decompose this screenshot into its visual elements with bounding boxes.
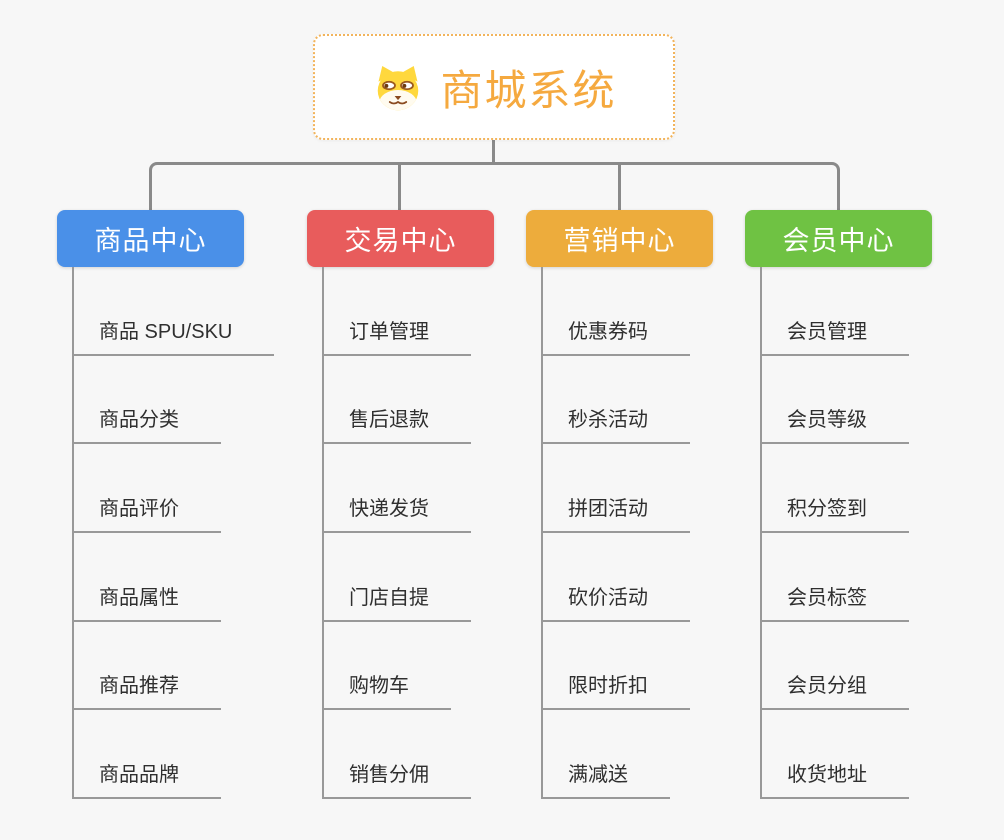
leaf-list: 订单管理 售后退款 快递发货 门店自提 购物车 销售分佣 [322, 267, 471, 800]
dog-face-icon [371, 62, 425, 112]
root-node-mall-system[interactable]: 商城系统 [313, 34, 675, 140]
leaf-item: 商品品牌 [72, 710, 274, 800]
leaf-item: 快递发货 [322, 444, 471, 534]
connector-drop-marketing [618, 162, 621, 210]
leaf-list: 商品 SPU/SKU 商品分类 商品评价 商品属性 商品推荐 商品品牌 [72, 267, 275, 800]
branch-label: 营销中心 [563, 226, 676, 256]
leaf-item: 砍价活动 [541, 533, 690, 622]
leaf-item: 收货地址 [760, 710, 909, 800]
leaf-item: 会员标签 [760, 533, 909, 622]
leaf-label[interactable]: 积分签到 [760, 497, 909, 534]
leaf-item: 拼团活动 [541, 444, 690, 534]
leaf-item: 秒杀活动 [541, 356, 690, 445]
root-title: 商城系统 [440, 66, 617, 114]
leaf-item: 限时折扣 [541, 622, 690, 711]
leaf-item: 购物车 [322, 622, 471, 711]
leaf-item: 满减送 [541, 710, 690, 800]
branch-label: 会员中心 [782, 226, 895, 256]
branch-column-member: 会员中心 会员管理 会员等级 积分签到 会员标签 会员分组 收货地址 [745, 210, 1004, 800]
leaf-label[interactable]: 满减送 [541, 763, 670, 800]
leaf-label[interactable]: 售后退款 [322, 408, 471, 445]
leaf-item: 商品分类 [72, 356, 274, 445]
branch-node-member-center[interactable]: 会员中心 [745, 210, 932, 267]
leaf-label[interactable]: 秒杀活动 [541, 408, 690, 445]
leaf-label[interactable]: 优惠券码 [541, 320, 690, 356]
branch-label: 商品中心 [94, 226, 207, 256]
leaf-label[interactable]: 商品 SPU/SKU [72, 320, 275, 356]
leaf-label[interactable]: 商品属性 [72, 586, 221, 622]
leaf-label[interactable]: 收货地址 [760, 763, 909, 800]
leaf-label[interactable]: 购物车 [322, 674, 451, 711]
leaf-label[interactable]: 订单管理 [322, 320, 471, 356]
branch-column-marketing: 营销中心 优惠券码 秒杀活动 拼团活动 砍价活动 限时折扣 满减送 [526, 210, 786, 800]
leaf-item: 商品推荐 [72, 622, 274, 711]
leaf-label[interactable]: 快递发货 [322, 497, 471, 534]
connector-drop-trade [398, 162, 401, 210]
leaf-item: 会员等级 [760, 356, 909, 445]
leaf-label[interactable]: 会员管理 [760, 320, 909, 356]
leaf-label[interactable]: 会员分组 [760, 674, 909, 711]
leaf-item: 售后退款 [322, 356, 471, 445]
leaf-item: 会员管理 [760, 267, 909, 356]
connector-root-drop [492, 139, 495, 165]
leaf-item: 积分签到 [760, 444, 909, 534]
leaf-list: 优惠券码 秒杀活动 拼团活动 砍价活动 限时折扣 满减送 [541, 267, 690, 800]
branch-node-product-center[interactable]: 商品中心 [57, 210, 244, 267]
leaf-label[interactable]: 砍价活动 [541, 586, 690, 622]
branch-node-trade-center[interactable]: 交易中心 [307, 210, 494, 267]
branch-column-trade: 交易中心 订单管理 售后退款 快递发货 门店自提 购物车 销售分佣 [307, 210, 567, 800]
leaf-label[interactable]: 商品评价 [72, 497, 221, 534]
leaf-label[interactable]: 拼团活动 [541, 497, 690, 534]
leaf-label[interactable]: 门店自提 [322, 586, 471, 622]
leaf-item: 优惠券码 [541, 267, 690, 356]
leaf-item: 商品评价 [72, 444, 274, 534]
leaf-label[interactable]: 限时折扣 [541, 674, 690, 711]
leaf-item: 门店自提 [322, 533, 471, 622]
leaf-label[interactable]: 商品品牌 [72, 763, 221, 800]
leaf-item: 商品属性 [72, 533, 274, 622]
leaf-list: 会员管理 会员等级 积分签到 会员标签 会员分组 收货地址 [760, 267, 909, 800]
leaf-item: 会员分组 [760, 622, 909, 711]
leaf-item: 商品 SPU/SKU [72, 267, 275, 356]
leaf-label[interactable]: 会员等级 [760, 408, 909, 445]
leaf-item: 订单管理 [322, 267, 471, 356]
connector-spine [149, 162, 840, 210]
leaf-item: 销售分佣 [322, 710, 471, 800]
leaf-label[interactable]: 商品分类 [72, 408, 221, 445]
leaf-label[interactable]: 销售分佣 [322, 763, 471, 800]
leaf-label[interactable]: 商品推荐 [72, 674, 221, 711]
branch-node-marketing-center[interactable]: 营销中心 [526, 210, 713, 267]
branch-label: 交易中心 [344, 226, 457, 256]
leaf-label[interactable]: 会员标签 [760, 586, 909, 622]
branch-column-product: 商品中心 商品 SPU/SKU 商品分类 商品评价 商品属性 商品推荐 商品品牌 [57, 210, 317, 800]
